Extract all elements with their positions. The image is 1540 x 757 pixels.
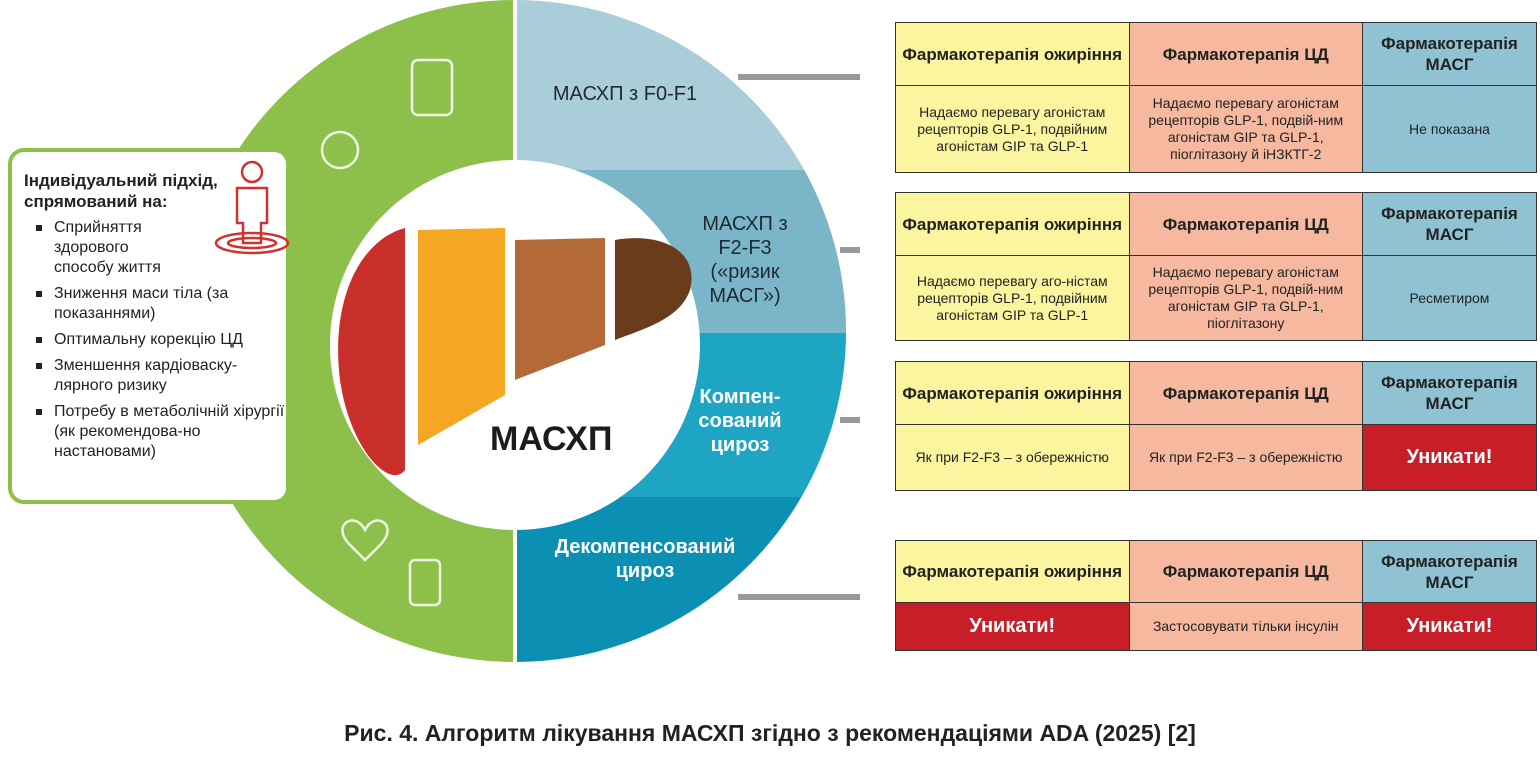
center-label: МАСХП [490,420,613,458]
list-item: Потребу в метаболічній хірургії (як реко… [36,403,285,460]
cell-mash: Не показана [1362,85,1537,173]
list-item: Зниження маси тіла (за показаннями) [36,284,286,324]
header-mash: Фармакотерапія МАСГ [1362,192,1537,256]
cell-obesity: Як при F2-F3 – з обережністю [895,424,1130,491]
header-mash: Фармакотерапія МАСГ [1362,361,1537,425]
cell-obesity: Надаємо перевагу агоністам рецепторів GL… [895,85,1130,173]
cell-diabetes: Як при F2-F3 – з обережністю [1128,424,1363,491]
heart-icon [341,519,389,562]
segment-label-decompensated: Декомпенсований цироз [554,536,736,582]
header-diabetes: Фармакотерапія ЦД [1128,192,1363,256]
figure-caption: Рис. 4. Алгоритм лікування МАСХП згідно … [344,720,1196,746]
header-diabetes: Фармакотерапія ЦД [1128,361,1363,425]
cell-diabetes: Надаємо перевагу агоністам рецепторів GL… [1128,85,1363,173]
segment-label-compensated: Компен-сований цироз [698,386,782,456]
header-obesity: Фармакотерапія ожиріння [895,540,1130,603]
liver-icon [338,228,692,476]
individual-approach-panel: Індивідуальний підхід, спрямований на: С… [8,148,290,504]
list-item: Оптимальну корекцію ЦД [36,330,286,350]
header-diabetes: Фармакотерапія ЦД [1128,22,1363,86]
arrows [738,74,860,600]
header-mash: Фармакотерапія МАСГ [1362,22,1537,86]
header-obesity: Фармакотерапія ожиріння [895,361,1130,425]
apple-icon [320,130,360,170]
glucometer-icon [408,558,442,607]
panel-title: Індивідуальний підхід, спрямований на: [24,171,218,211]
segment-label-f0-f1: МАСХП з F0-F1 [552,83,698,105]
list-item: Сприйняття здорового способу життя [36,218,174,278]
cell-mash-avoid: Уникати! [1362,424,1537,491]
cell-mash: Ресметиром [1362,255,1537,341]
person-icon [214,160,290,255]
segment-label-f2-f3: МАСХП з F2-F3 («ризик МАСГ») [702,213,788,307]
header-diabetes: Фармакотерапія ЦД [1128,540,1363,603]
cell-obesity-avoid: Уникати! [895,602,1130,651]
header-obesity: Фармакотерапія ожиріння [895,192,1130,256]
header-obesity: Фармакотерапія ожиріння [895,22,1130,86]
treatment-ring [184,0,860,662]
list-item: Зменшення кардіоваску-лярного ризику [36,356,286,396]
header-mash: Фармакотерапія МАСГ [1362,540,1537,603]
scale-icon [410,58,454,117]
cell-diabetes: Застосовувати тільки інсулін [1128,602,1363,651]
cell-diabetes: Надаємо перевагу агоністам рецепторів GL… [1128,255,1363,341]
cell-obesity: Надаємо перевагу аго-ністам рецепторів G… [895,255,1130,341]
cell-mash-avoid: Уникати! [1362,602,1537,651]
